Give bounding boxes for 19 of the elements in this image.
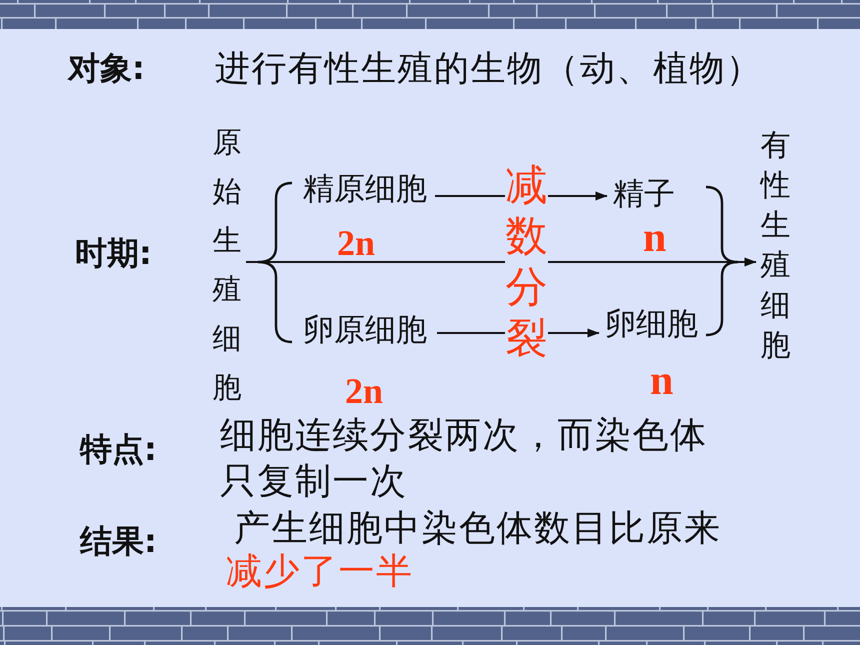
field-heading: 时期: [75, 234, 152, 272]
field-heading: 结果: [80, 522, 157, 560]
body-text: 进行有性生殖的生物（动、植物） [215, 48, 762, 90]
term-label: 有性生殖细胞 [760, 126, 791, 366]
term-label: 卵原细胞 [303, 312, 427, 350]
ploidy-label: 2n [337, 225, 376, 261]
term-label: 精子 [613, 176, 675, 214]
field-heading: 特点: [80, 430, 157, 468]
arrow [246, 258, 756, 266]
ploidy-label: n [650, 360, 674, 402]
body-text: 细胞连续分裂两次，而染色体只复制一次 [220, 414, 708, 504]
term-label: 卵细胞 [605, 306, 698, 344]
ploidy-label: 2n [345, 373, 384, 409]
term-label: 原始生殖细胞 [212, 118, 242, 412]
field-heading: 对象: [68, 49, 145, 88]
ploidy-label: n [643, 217, 666, 259]
term-label: 精原细胞 [303, 171, 427, 208]
highlight-text: 减少了一半 [226, 550, 414, 594]
body-text: 产生细胞中染色体数目比原来 [234, 507, 722, 550]
